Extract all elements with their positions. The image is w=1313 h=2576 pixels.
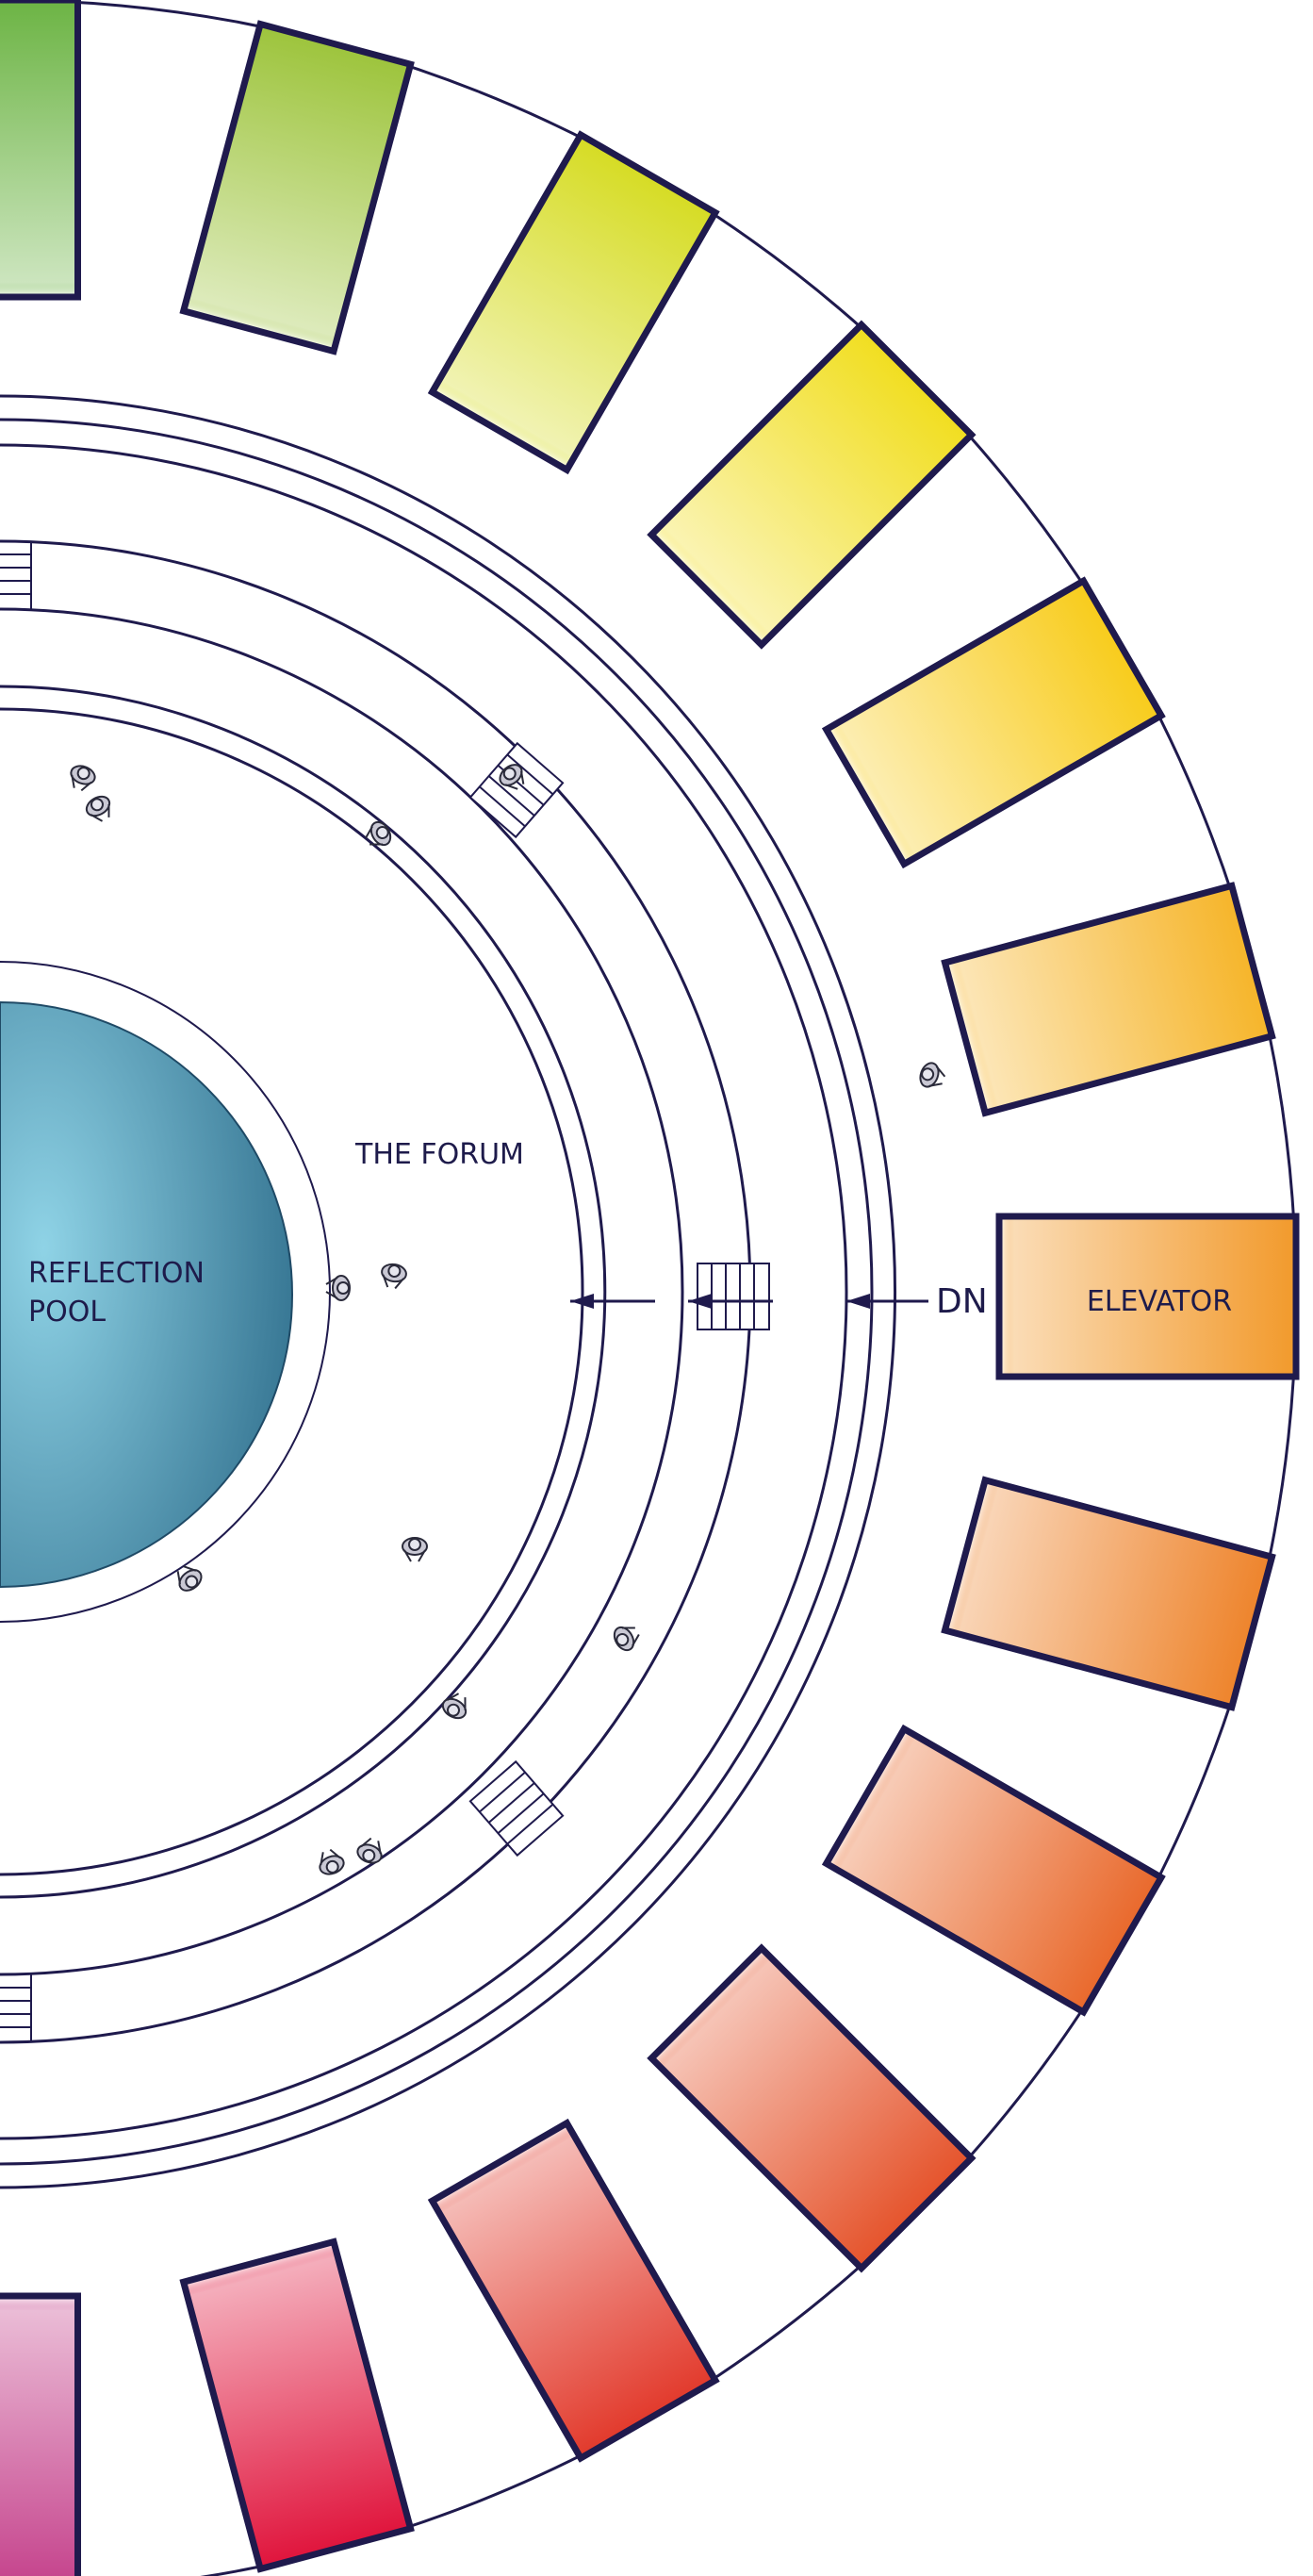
person-icon bbox=[82, 791, 118, 827]
ring-forum-outer bbox=[0, 685, 607, 1899]
room-bottom-1 bbox=[0, 2292, 81, 2576]
person-icon bbox=[916, 1059, 949, 1093]
room-top-1 bbox=[0, 0, 81, 301]
ring-corridor-inner bbox=[0, 443, 848, 2140]
ring-corridor-outer bbox=[0, 394, 897, 2189]
ring-step-upper bbox=[0, 607, 684, 1976]
stairs-northeast bbox=[468, 741, 565, 839]
stairs-bottom-left bbox=[0, 1974, 32, 2042]
room-top-5 bbox=[821, 576, 1166, 869]
person-icon bbox=[438, 1688, 474, 1724]
room-bottom-6 bbox=[941, 1476, 1276, 1711]
down-marker-label: DN bbox=[936, 1282, 988, 1321]
room-top-6 bbox=[941, 882, 1276, 1117]
stairs-east bbox=[697, 1263, 770, 1330]
arrow-left-icon bbox=[570, 1294, 655, 1309]
room-bottom-3 bbox=[427, 2118, 720, 2463]
reflection-pool bbox=[0, 1000, 293, 1589]
elevator-label: ELEVATOR bbox=[1087, 1285, 1232, 1318]
arrow-left-icon bbox=[688, 1294, 773, 1309]
person-icon bbox=[402, 1537, 428, 1562]
forum-label: THE FORUM bbox=[354, 1138, 524, 1171]
ring-forum-inner bbox=[0, 707, 584, 1876]
person-icon bbox=[609, 1619, 645, 1655]
stairs-southeast bbox=[468, 1759, 565, 1858]
person-icon bbox=[353, 1834, 387, 1867]
room-bottom-4 bbox=[647, 1943, 977, 2273]
person-icon bbox=[170, 1560, 206, 1596]
person-icon bbox=[378, 1261, 409, 1292]
person-icon bbox=[314, 1845, 348, 1878]
room-top-4 bbox=[647, 320, 977, 650]
ring-corridor-mid bbox=[0, 418, 874, 2166]
person-icon bbox=[65, 762, 99, 795]
room-bottom-2 bbox=[179, 2237, 415, 2573]
room-bottom-5 bbox=[821, 1724, 1166, 2017]
ring-pool-edge bbox=[0, 961, 331, 1623]
elevator bbox=[995, 1213, 1300, 1380]
room-top-3 bbox=[427, 130, 720, 475]
reflection-pool-label: POOL bbox=[28, 1296, 106, 1329]
arrow-left-icon bbox=[846, 1294, 928, 1309]
reflection-pool-label: REFLECTION bbox=[28, 1257, 205, 1290]
room-top-2 bbox=[179, 20, 415, 355]
stairs-top-left bbox=[0, 541, 32, 609]
